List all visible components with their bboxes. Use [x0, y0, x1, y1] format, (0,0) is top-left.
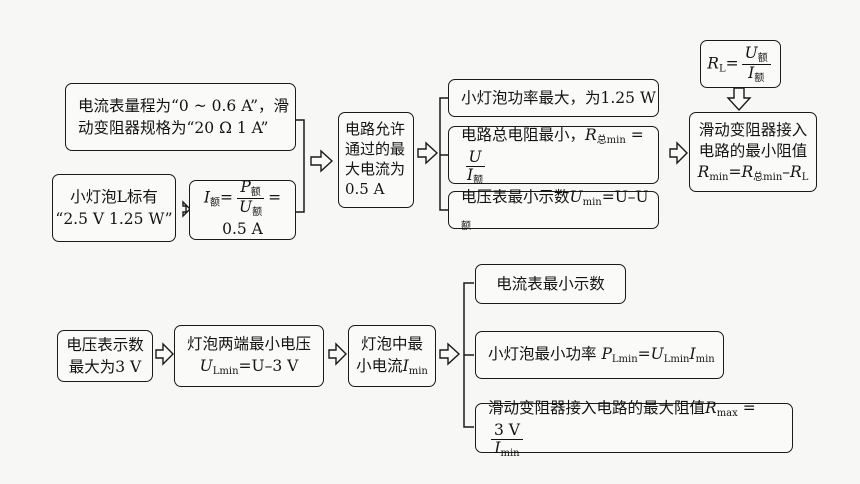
branch-lamp-min-power: 小灯泡最小功率 PLmin=ULminImin: [475, 331, 724, 379]
ammeter-spec-box: 电流表量程为“0 ~ 0.6 A”，滑 动变阻器规格为“20 Ω 1 A”: [65, 83, 296, 151]
voltmeter-max-box: 电压表示数 最大为3 V: [57, 330, 153, 382]
lamp-min-current-box: 灯泡中最 小电流Imin: [348, 325, 436, 387]
arrow-to-top-branches: [417, 141, 439, 165]
arrow-to-rated-current: [182, 200, 191, 218]
arrow-to-min-resistance: [669, 141, 688, 165]
max-current-box: 电路允许通过的最大电流为0.5 A: [338, 112, 414, 208]
lamp-rating-box: 小灯泡L标有 “2.5 V 1.25 W”: [52, 174, 176, 242]
lamp-rating-line2: “2.5 V 1.25 W”: [55, 210, 173, 228]
arrow-to-lamp-min-voltage: [155, 342, 174, 366]
arrow-to-bottom-branches: [439, 342, 461, 366]
branch-lamp-max-power: 小灯泡功率最大，为1.25 W: [448, 79, 659, 117]
arrow-to-lamp-min-current: [328, 342, 347, 366]
branch-voltmeter-min: 电压表最小示数Umin=U–U额: [448, 188, 659, 232]
arrow-to-max-current: [310, 149, 334, 173]
min-resistance-box: 滑动变阻器接入 电路的最小阻值 Rmin=R总min–RL: [689, 112, 817, 192]
lamp-rating-line1: 小灯泡L标有: [70, 187, 158, 206]
branch-ammeter-min: 电流表最小示数: [475, 264, 626, 304]
arrow-down-from-rl: [726, 87, 752, 112]
max-current-text: 电路允许通过的最大电流为0.5 A: [345, 120, 406, 198]
ammeter-spec-line1: 电流表量程为“0 ~ 0.6 A”，滑: [78, 96, 290, 115]
ammeter-spec-line2: 动变阻器规格为“20 Ω 1 A”: [78, 119, 269, 137]
lamp-min-voltage-box: 灯泡两端最小电压 ULmin=U–3 V: [174, 325, 324, 387]
